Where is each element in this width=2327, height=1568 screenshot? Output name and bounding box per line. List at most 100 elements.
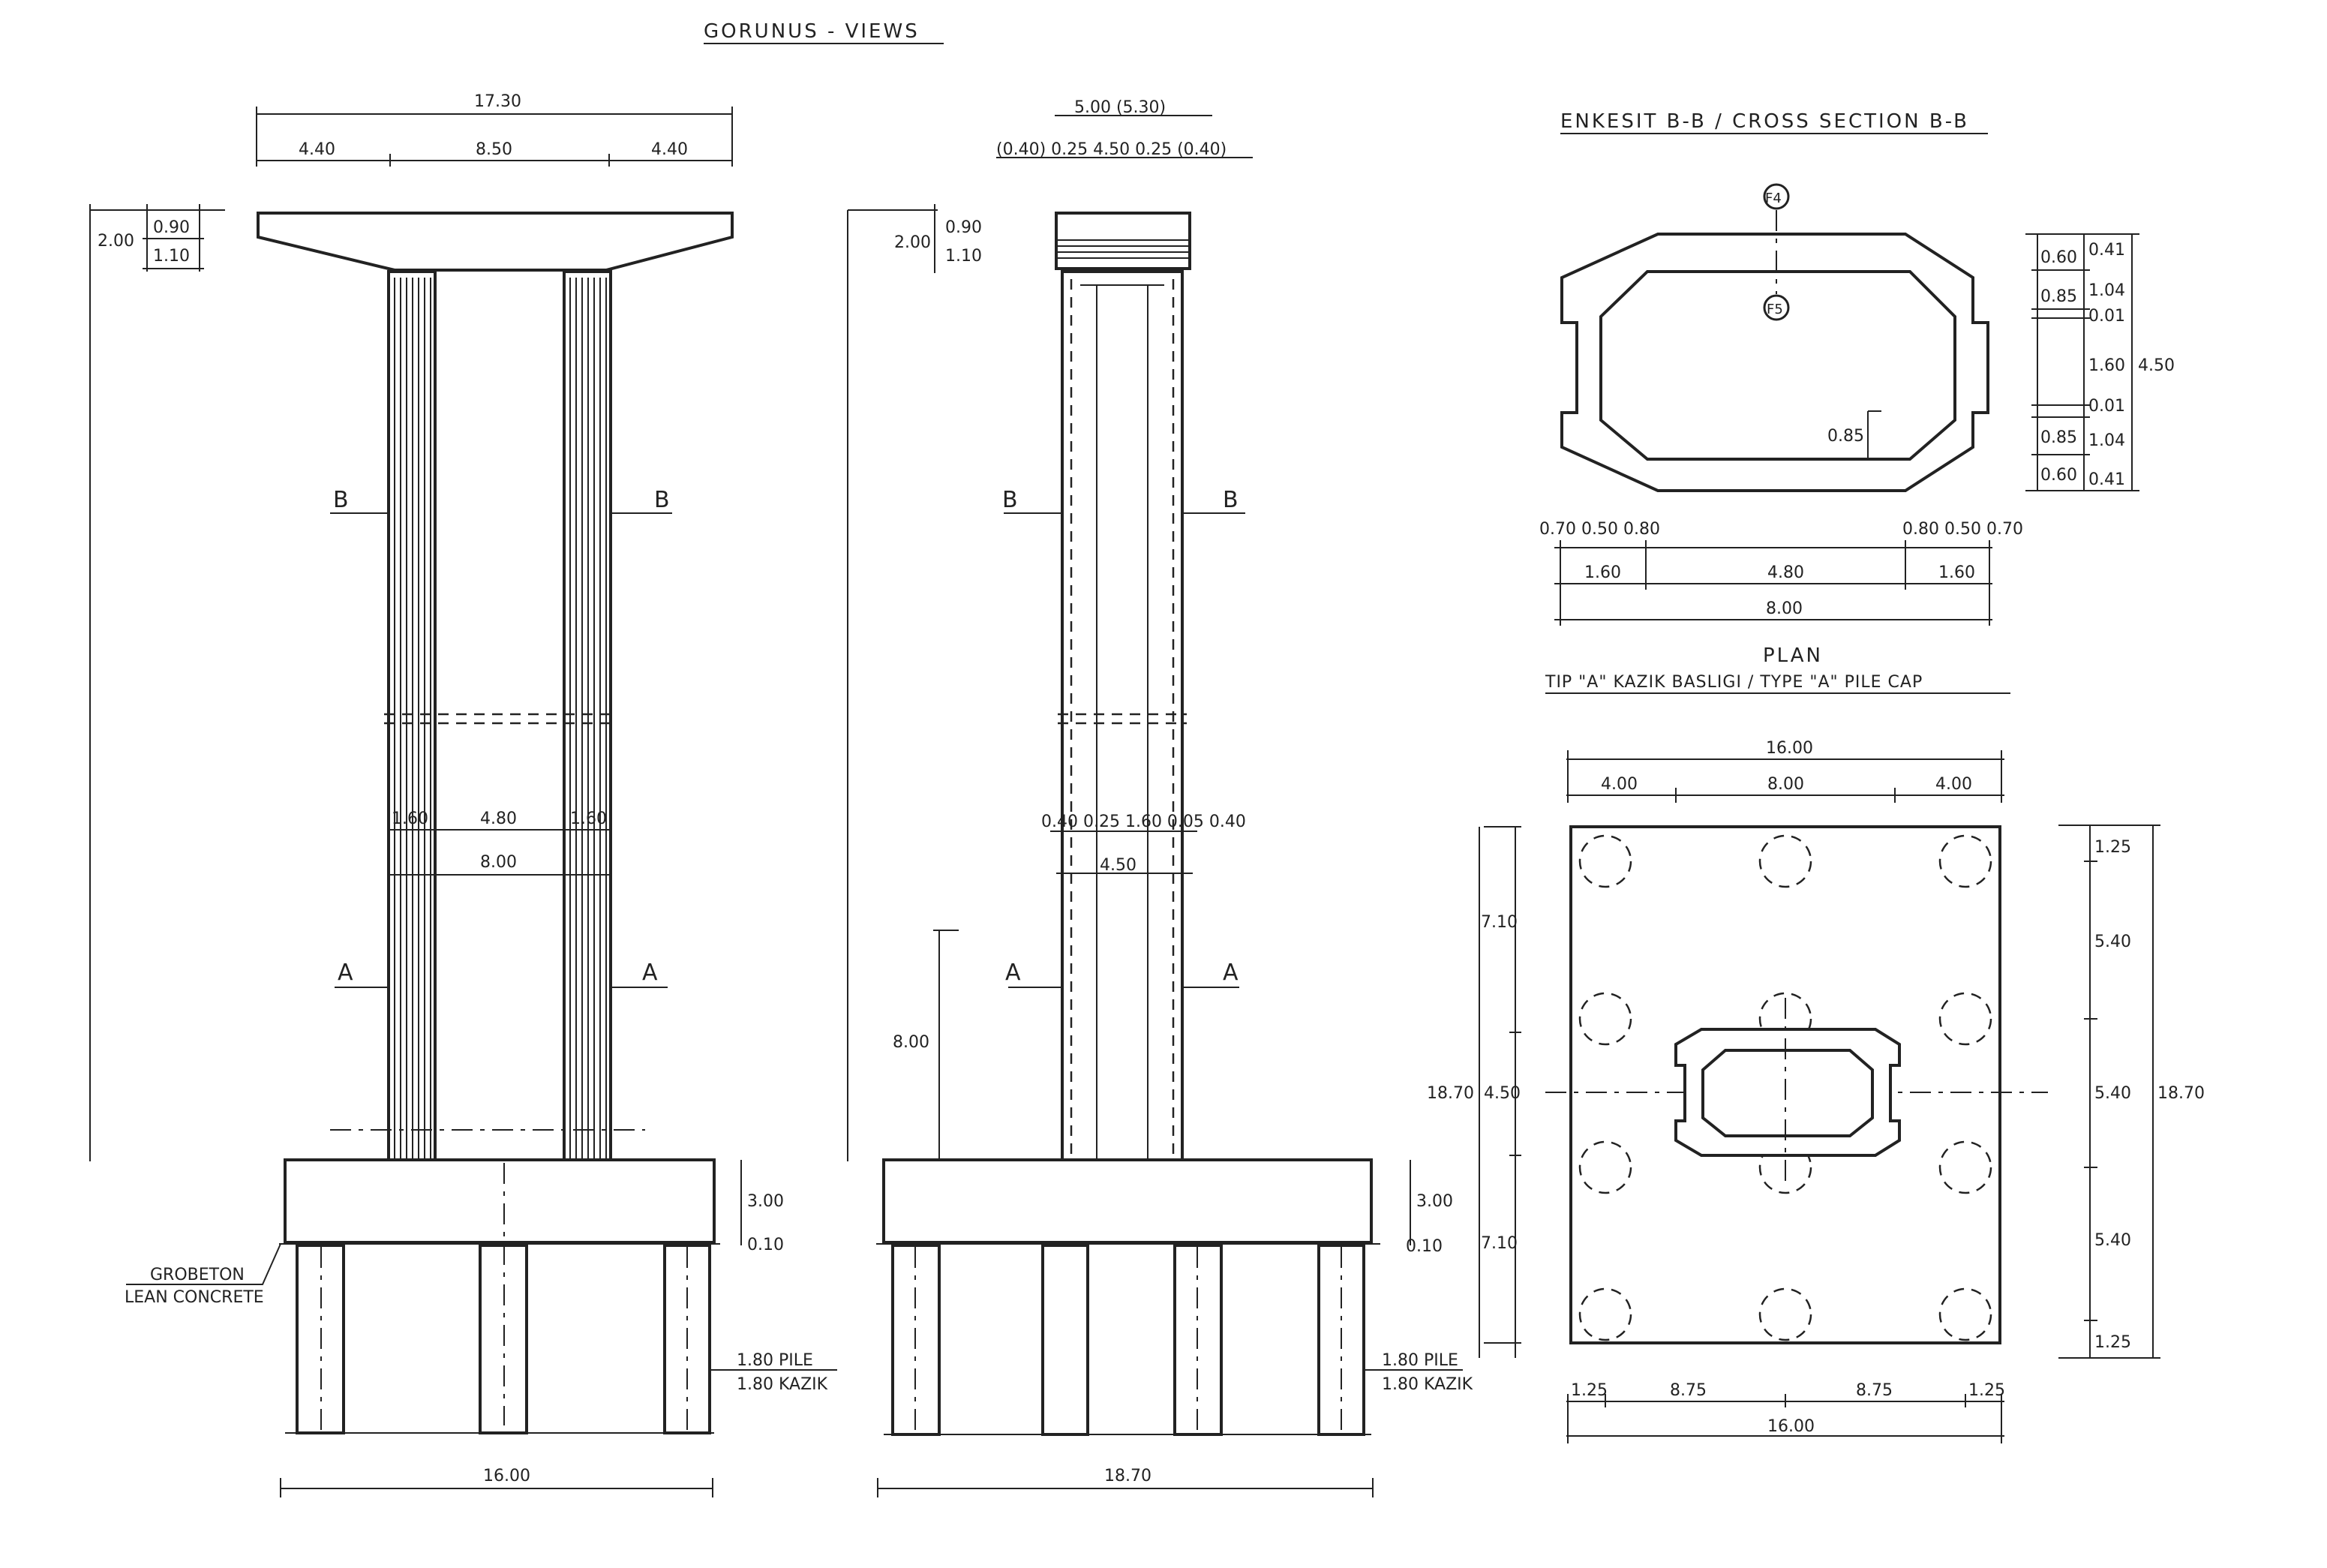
side-height-800: 8.00 [893,1033,929,1052]
plan-right-2: 5.40 [2094,933,2131,951]
plan-pile-cap: PLAN TIP "A" KAZIK BASLIGI / TYPE "A" PI… [1427,644,2205,1443]
pile [1758,1140,1812,1194]
bb-left-small: 0.70 0.50 0.80 [1539,520,1660,539]
bb-r3: 0.01 [2088,307,2125,326]
pile [1578,834,1632,888]
front-column-right [563,270,612,1161]
front-top-left: 4.40 [299,140,335,159]
bb-w-mid: 4.80 [1767,563,1804,582]
pile [1938,1140,1992,1194]
front-cap-110: 1.10 [153,247,190,266]
bb-r7: 0.60 [2040,466,2077,485]
plan-column-void [1701,1049,1874,1137]
front-footing-1600: 16.00 [483,1467,530,1485]
bb-right-small: 0.80 0.50 0.70 [1902,520,2023,539]
front-top-mid: 8.50 [476,140,512,159]
front-lean-en: LEAN CONCRETE [125,1288,264,1307]
plan-right-total: 18.70 [2157,1084,2205,1103]
pile [1758,834,1812,888]
front-view: 17.30 4.40 8.50 4.40 0.90 1.10 2.00 [89,92,837,1497]
plan-bot-3: 8.75 [1856,1381,1893,1400]
front-pier-cap [257,212,734,272]
plan-right-3: 5.40 [2094,1084,2131,1103]
bb-r6b: 1.04 [2088,431,2125,450]
side-cap-090: 0.90 [945,218,982,237]
pile [1578,992,1632,1046]
side-footing [882,1158,1373,1244]
bb-r1b: 0.41 [2088,241,2125,260]
front-cap-200: 2.00 [98,232,134,251]
plan-cap-outline [1569,825,2001,1344]
front-col-160a: 1.60 [392,810,428,828]
bb-r1: 0.60 [2040,248,2077,267]
plan-left-1: 7.10 [1481,913,1518,932]
front-col-800: 8.00 [480,853,517,872]
side-cap-200: 2.00 [894,233,931,252]
pile [1938,992,1992,1046]
tag-f5-label: F5 [1767,302,1783,317]
side-cap-110: 1.10 [945,247,982,266]
plan-right-1: 1.25 [2094,838,2131,857]
side-pile-2 [1041,1244,1089,1436]
front-section-a-left: A [338,960,353,986]
bb-r6: 0.85 [2040,428,2077,447]
bb-w-right: 1.60 [1938,563,1975,582]
pile [1938,834,1992,888]
front-footing-300: 3.00 [747,1192,784,1211]
side-footing-300: 3.00 [1416,1192,1453,1211]
plan-left-2: 4.50 [1484,1084,1521,1103]
plan-bot-1: 1.25 [1571,1381,1608,1400]
plan-top-total: 16.00 [1766,739,1813,758]
plan-column-section [1674,1028,1901,1157]
front-section-b-right: B [654,487,670,513]
bb-w-left: 1.60 [1584,563,1621,582]
bb-r5: 0.01 [2088,397,2125,416]
bb-r7b: 0.41 [2088,470,2125,489]
side-section-a-left: A [1005,960,1021,986]
pile-cap-title: TIP "A" KAZIK BASLIGI / TYPE "A" PILE CA… [1545,673,1923,692]
front-lean-010: 0.10 [747,1236,784,1254]
front-pile-en: 1.80 PILE [737,1351,813,1370]
bb-r-total: 4.50 [2138,356,2175,375]
pile [1578,1287,1632,1341]
front-top-right: 4.40 [651,140,688,159]
front-lean-tr: GROBETON [150,1266,245,1284]
tag-f4-label: F4 [1765,191,1782,206]
front-col-480: 4.80 [480,810,517,828]
section-inner-void [1599,270,1956,461]
pile [1758,1287,1812,1341]
front-section-a-right: A [642,960,658,986]
plan-bot-4: 1.25 [1968,1381,2005,1400]
front-top-overall: 17.30 [474,92,521,111]
front-pile-tr: 1.80 KAZIK [737,1375,828,1394]
inner-chamfer: 0.85 [1827,427,1864,446]
side-section-b-left: B [1002,487,1018,513]
front-column-left [387,270,437,1161]
views-title: GORUNUS - VIEWS [704,20,920,43]
side-mid-total: 4.50 [1100,856,1136,875]
side-section-a-right: A [1223,960,1239,986]
bb-r2b: 1.04 [2088,281,2125,300]
side-lean-010: 0.10 [1406,1237,1443,1256]
plan-top-m: 8.00 [1767,775,1804,794]
side-section-b-right: B [1223,487,1239,513]
plan-left-total: 18.70 [1427,1084,1474,1103]
front-section-b-left: B [333,487,349,513]
pile [1938,1287,1992,1341]
bb-r2: 0.85 [2040,287,2077,306]
bb-r4: 1.60 [2088,356,2125,375]
side-column [1061,270,1184,1161]
side-top-dims: (0.40) 0.25 4.50 0.25 (0.40) [996,140,1227,159]
plan-top-r: 4.00 [1935,775,1972,794]
side-footing-1870: 18.70 [1104,1467,1151,1485]
plan-title: PLAN [1763,644,1823,667]
plan-top-l: 4.00 [1601,775,1638,794]
plan-bot-2: 8.75 [1670,1381,1707,1400]
pile [1578,1140,1632,1194]
side-pile-tr: 1.80 KAZIK [1382,1375,1473,1394]
side-view: 5.00 (5.30) (0.40) 0.25 4.50 0.25 (0.40)… [847,98,1473,1497]
plan-right-4: 5.40 [2094,1231,2131,1250]
front-cap-090: 0.90 [153,218,190,237]
side-mid-dims: 0.40 0.25 1.60 0.05 0.40 [1041,813,1246,831]
